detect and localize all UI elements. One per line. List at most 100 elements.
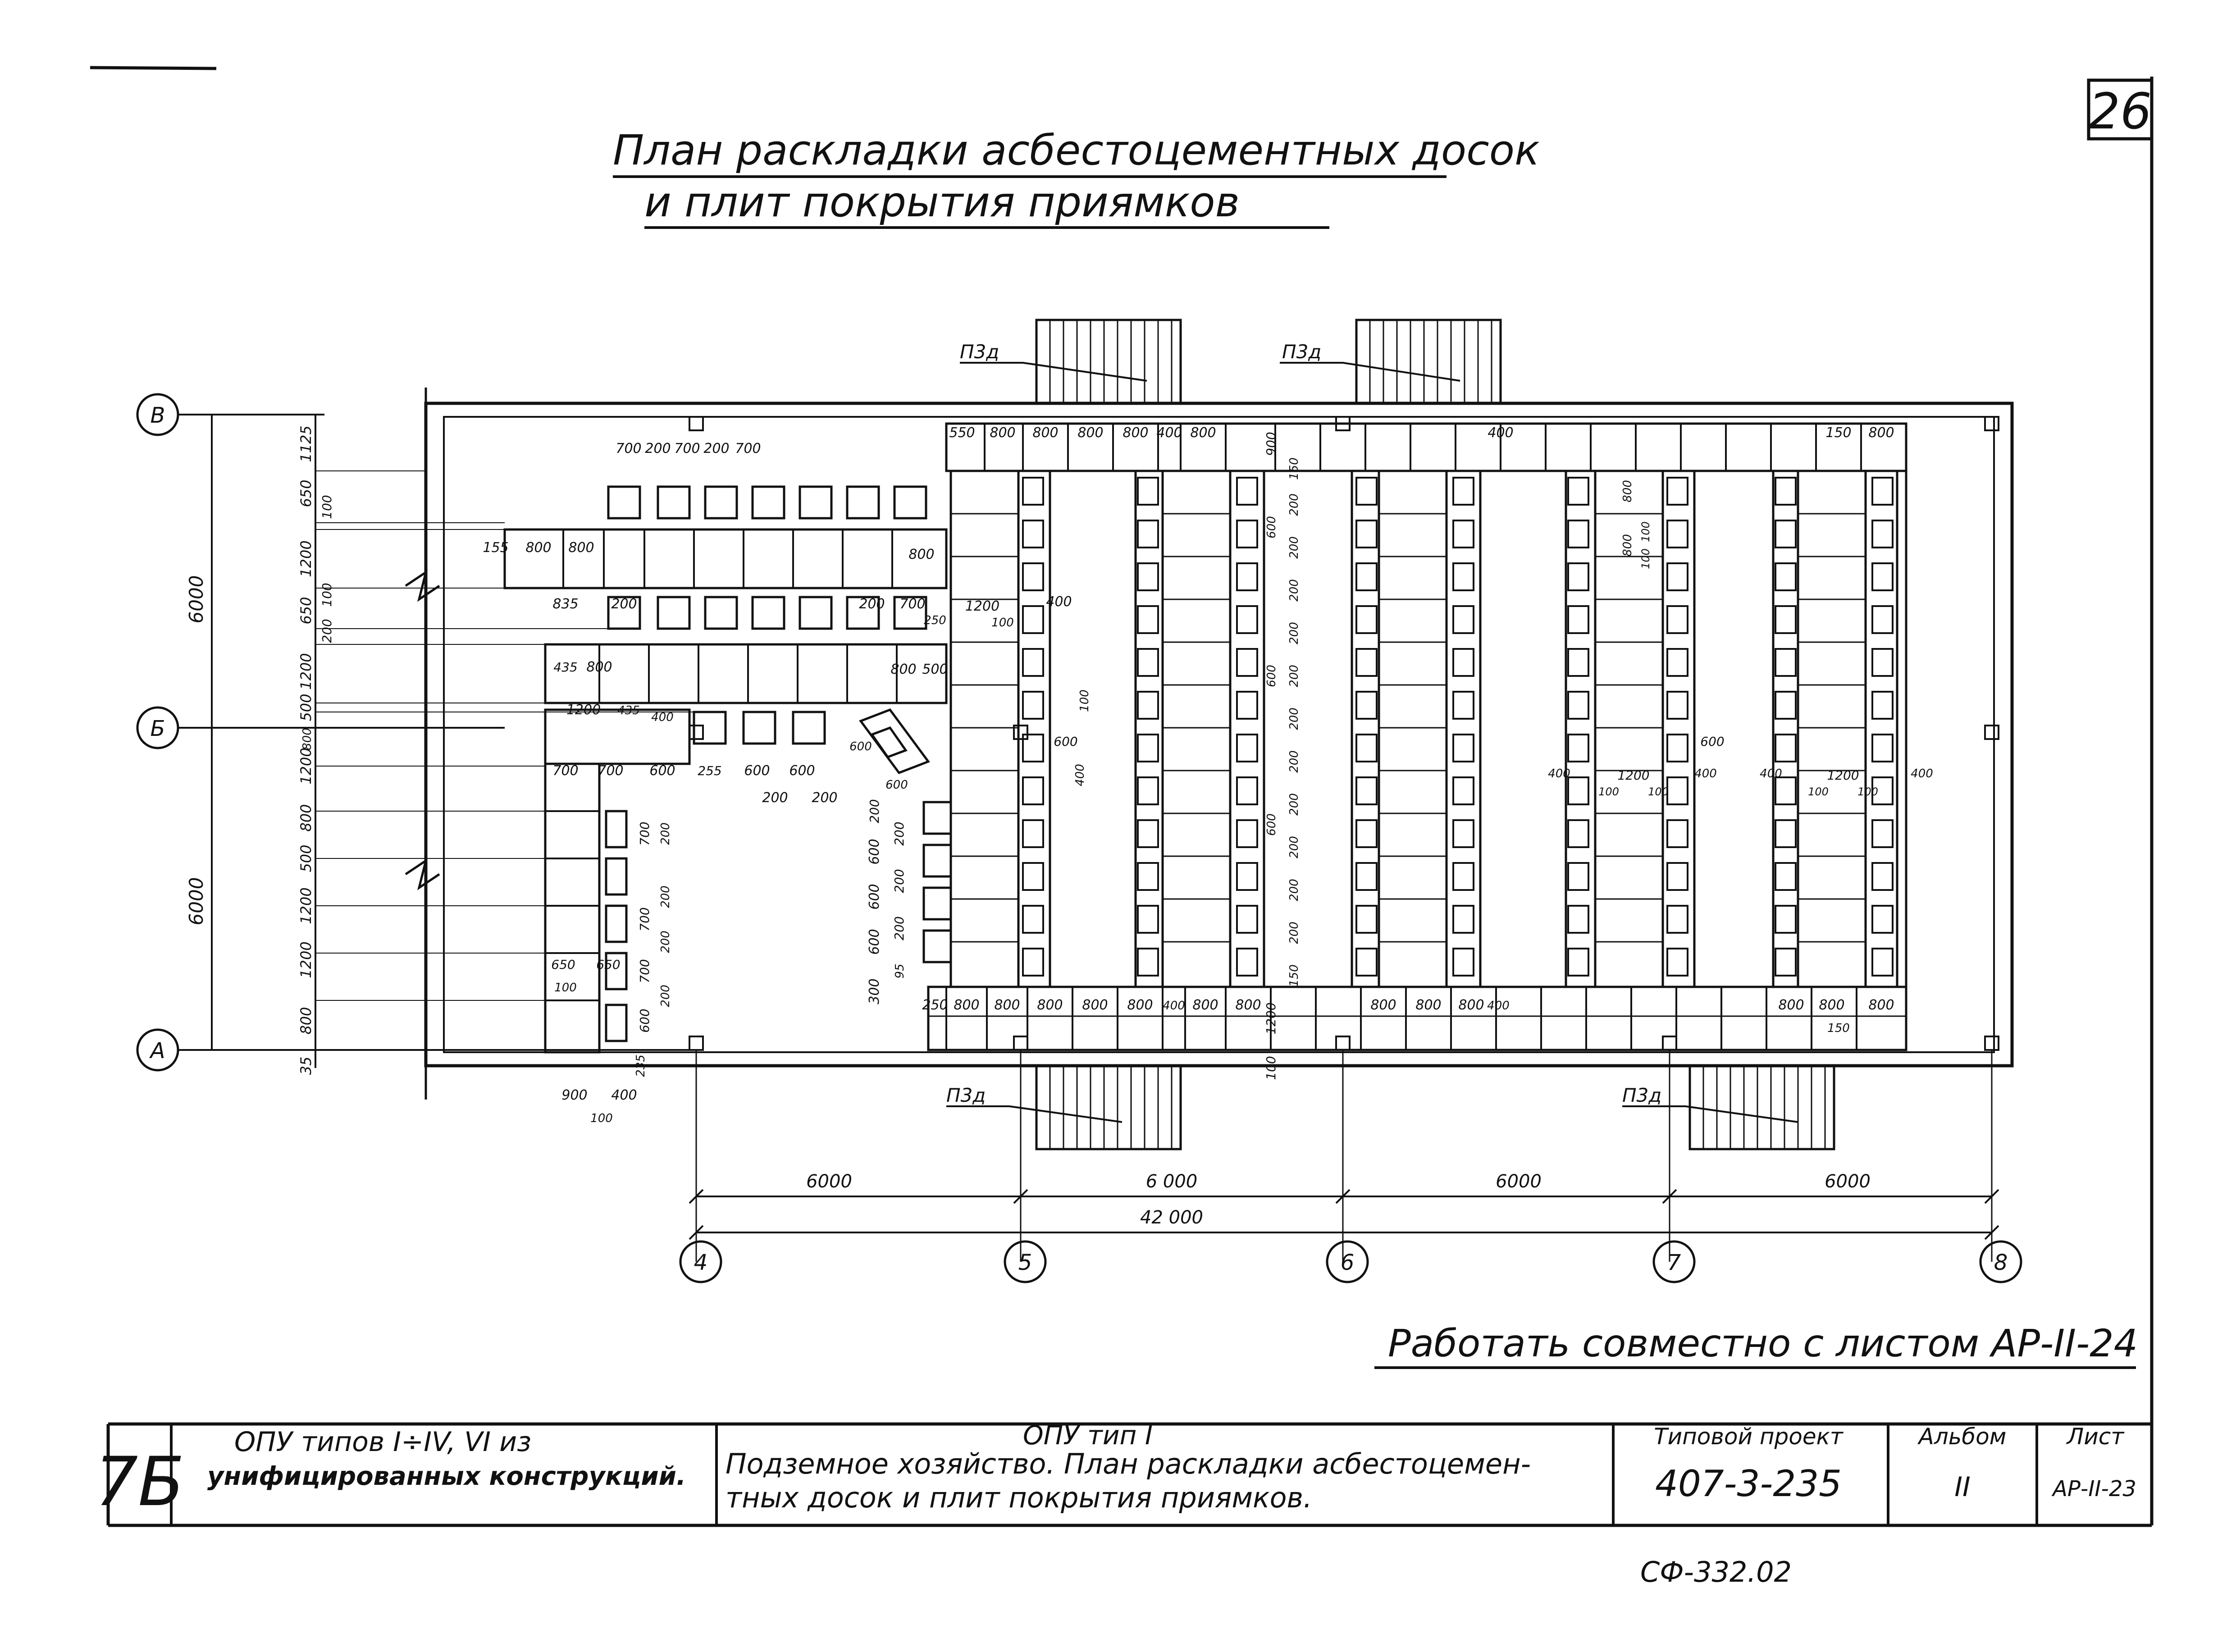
dim-row5-3: 400 bbox=[651, 711, 674, 724]
dim-bl-5: 600 bbox=[637, 1009, 652, 1032]
dim-bottom-1: 250 bbox=[922, 997, 948, 1013]
dim-bottom-9: 800 bbox=[1235, 997, 1261, 1013]
dim-row2-2: 800 bbox=[525, 540, 551, 556]
dim-rowtop-2: 200 bbox=[645, 441, 671, 456]
stamp-project-label: Типовой проект bbox=[1654, 1424, 1844, 1450]
interior-dims: 550 800 800 800 800 400 800 400 150 800 … bbox=[483, 425, 1933, 1125]
sheet-number-box: 26 bbox=[2087, 78, 2154, 141]
dim-bl-12: 200 bbox=[659, 822, 672, 845]
dim-row3-8: 400 bbox=[1046, 594, 1072, 610]
axis-label-4: 4 bbox=[694, 1250, 708, 1275]
dim-cd-3: 400 bbox=[1073, 764, 1087, 786]
axis-bubble-v bbox=[136, 393, 179, 436]
title-block: 7Б ОПУ типов I÷IV, VI из унифицированных… bbox=[95, 1420, 2136, 1525]
axis-label-v: В bbox=[151, 403, 165, 428]
dim-row6-1: 700 bbox=[552, 763, 578, 779]
dim-central-17: 150 bbox=[1287, 964, 1301, 987]
dim-stair-2: 600 bbox=[867, 929, 882, 954]
dim-bottom-7: 400 bbox=[1163, 999, 1185, 1013]
dim-bottom-3: 800 bbox=[994, 997, 1020, 1013]
dim-left-7: 200 bbox=[319, 619, 334, 643]
dim-rd-4: 100 bbox=[1598, 785, 1619, 798]
dim-bottom-5: 800 bbox=[1082, 997, 1108, 1013]
column-markers bbox=[689, 416, 1999, 1051]
dim-bottom-8: 800 bbox=[1192, 997, 1218, 1013]
dim-row3-4: 700 bbox=[899, 596, 925, 612]
dim-top-6: 400 bbox=[1156, 425, 1182, 441]
dim-top-5: 800 bbox=[1123, 425, 1148, 441]
dim-bl-9: 700 bbox=[637, 907, 652, 931]
span-label-2: 6 000 bbox=[1146, 1171, 1198, 1192]
dim-row2-1: 155 bbox=[483, 540, 508, 556]
dim-central-16: 200 bbox=[1287, 922, 1301, 944]
dim-central-5: 200 bbox=[1287, 579, 1301, 602]
drawing-title: План раскладки асбестоцементных досок и … bbox=[613, 126, 1540, 229]
total-length-label: 42 000 bbox=[1140, 1207, 1203, 1228]
dim-central-9: 200 bbox=[1287, 707, 1301, 730]
dim-rd-9: 100 bbox=[1808, 785, 1829, 798]
dim-central-2: 150 bbox=[1287, 457, 1301, 480]
dim-row4-2: 800 bbox=[586, 659, 612, 675]
dim-left-9: 500 bbox=[297, 694, 315, 721]
dim-central-6: 600 bbox=[1265, 516, 1278, 538]
stamp-desc-line-1: ОПУ тип I bbox=[1023, 1420, 1153, 1451]
dim-left-16: 800 bbox=[297, 1007, 315, 1034]
dim-rowtop-4: 200 bbox=[703, 441, 729, 456]
axis-bubble-a bbox=[136, 1028, 179, 1072]
left-plate-field bbox=[503, 485, 952, 1054]
dim-central-11: 600 bbox=[1265, 665, 1278, 687]
dim-row6-4: 255 bbox=[698, 763, 721, 778]
dim-stair-7: 200 bbox=[892, 821, 907, 845]
dim-bl-2: 400 bbox=[611, 1087, 637, 1103]
dim-stair-3: 600 bbox=[867, 884, 882, 909]
left-vertical-dims: 1125 650 100 1200 650 100 200 1200 500 8… bbox=[297, 425, 334, 1075]
axis-bubble-b bbox=[136, 706, 179, 749]
dim-left-5: 650 bbox=[297, 597, 315, 624]
dim-central-8: 200 bbox=[1287, 665, 1301, 687]
axis-label-7: 7 bbox=[1667, 1250, 1681, 1275]
dim-row6-5: 600 bbox=[744, 763, 770, 779]
stair-landings bbox=[946, 319, 1835, 1150]
dim-rd-10: 100 bbox=[1857, 785, 1878, 798]
stamp-sheet-label: Лист bbox=[2066, 1424, 2125, 1450]
left-dim-upper: 6000 bbox=[185, 575, 207, 624]
dim-rd-8: 1200 bbox=[1827, 768, 1859, 783]
dim-central-13: 200 bbox=[1287, 836, 1301, 858]
dim-row6-8: 200 bbox=[812, 790, 837, 806]
dim-row6-2: 700 bbox=[598, 763, 623, 779]
dim-stair-8: 200 bbox=[867, 799, 882, 823]
dim-bottom-4: 800 bbox=[1037, 997, 1063, 1013]
title-line-1: План раскладки асбестоцементных досок bbox=[613, 126, 1540, 174]
dim-bl-15: 650 bbox=[596, 957, 620, 972]
dim-rd-1: 600 bbox=[1700, 734, 1724, 749]
plate-mark-2: П3д bbox=[1282, 341, 1321, 363]
plate-mark-3: П3д bbox=[946, 1084, 986, 1106]
dim-rc-4: 100 bbox=[1639, 548, 1652, 569]
axis-bubble-6 bbox=[1326, 1240, 1369, 1283]
dim-left-15: 1200 bbox=[297, 941, 315, 978]
dim-stair-1: 300 bbox=[867, 978, 882, 1004]
plate-mark-1: П3д bbox=[960, 341, 999, 363]
dim-left-6: 100 bbox=[319, 583, 334, 607]
dim-bl-3: 100 bbox=[590, 1112, 613, 1125]
dim-bl-8: 200 bbox=[659, 931, 672, 953]
dim-row6-3: 600 bbox=[649, 763, 675, 779]
dim-row5-1: 1200 bbox=[566, 702, 601, 718]
dim-central-12: 200 bbox=[1287, 793, 1301, 816]
axis-bubble-7 bbox=[1652, 1240, 1696, 1283]
dim-central-18: 1200 bbox=[1264, 1002, 1278, 1034]
axis-bubble-4 bbox=[679, 1240, 722, 1283]
axis-bubble-5 bbox=[1004, 1240, 1047, 1283]
dim-rowtop-5: 700 bbox=[735, 441, 761, 456]
bottom-plate-band bbox=[927, 986, 1907, 1051]
dim-stair-5: 200 bbox=[892, 916, 907, 940]
pit-channels bbox=[949, 470, 1907, 988]
dim-bl-11: 700 bbox=[637, 821, 652, 845]
axis-label-8: 8 bbox=[1994, 1250, 2008, 1275]
dim-row2-4: 800 bbox=[908, 547, 934, 562]
dim-bottom-13: 400 bbox=[1487, 999, 1510, 1013]
dim-bottom-11: 800 bbox=[1415, 997, 1441, 1013]
sheet-number: 26 bbox=[2089, 82, 2152, 140]
stamp-desc-line-3: тных досок и плит покрытия приямков. bbox=[726, 1481, 1312, 1514]
